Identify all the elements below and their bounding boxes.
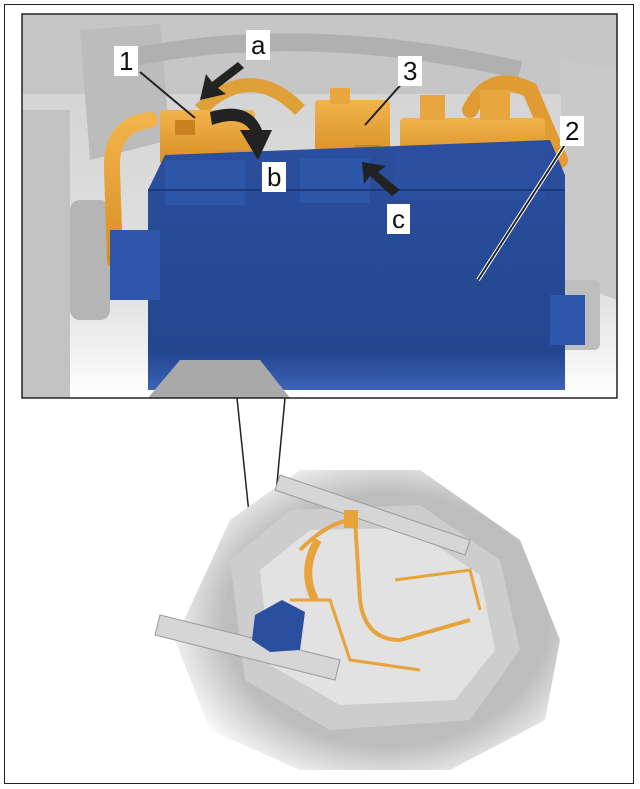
- pipe-right-icon: [462, 75, 568, 168]
- callout-b: b: [262, 162, 287, 192]
- diagram-frame: [4, 4, 634, 784]
- leader-line-2: [477, 139, 569, 281]
- leader-line-1: [139, 71, 196, 119]
- callout-a: a: [246, 30, 271, 60]
- arrow-a-icon: [200, 62, 244, 100]
- overview-view: [154, 470, 560, 770]
- rotate-arrow-b-icon: [210, 108, 272, 160]
- arrow-c-icon: [362, 162, 400, 196]
- detail-view: [22, 14, 617, 398]
- pipe-left-icon: [103, 112, 158, 268]
- detail-view-border: [21, 13, 618, 399]
- callout-1: 1: [114, 46, 139, 76]
- leader-line-3: [364, 79, 406, 126]
- callout-3: 3: [398, 56, 423, 86]
- pipe-arc-icon: [195, 78, 305, 116]
- callout-2: 2: [560, 116, 585, 146]
- overview-control-module: [252, 600, 305, 652]
- callout-c: c: [387, 204, 410, 234]
- control-module: [110, 140, 585, 398]
